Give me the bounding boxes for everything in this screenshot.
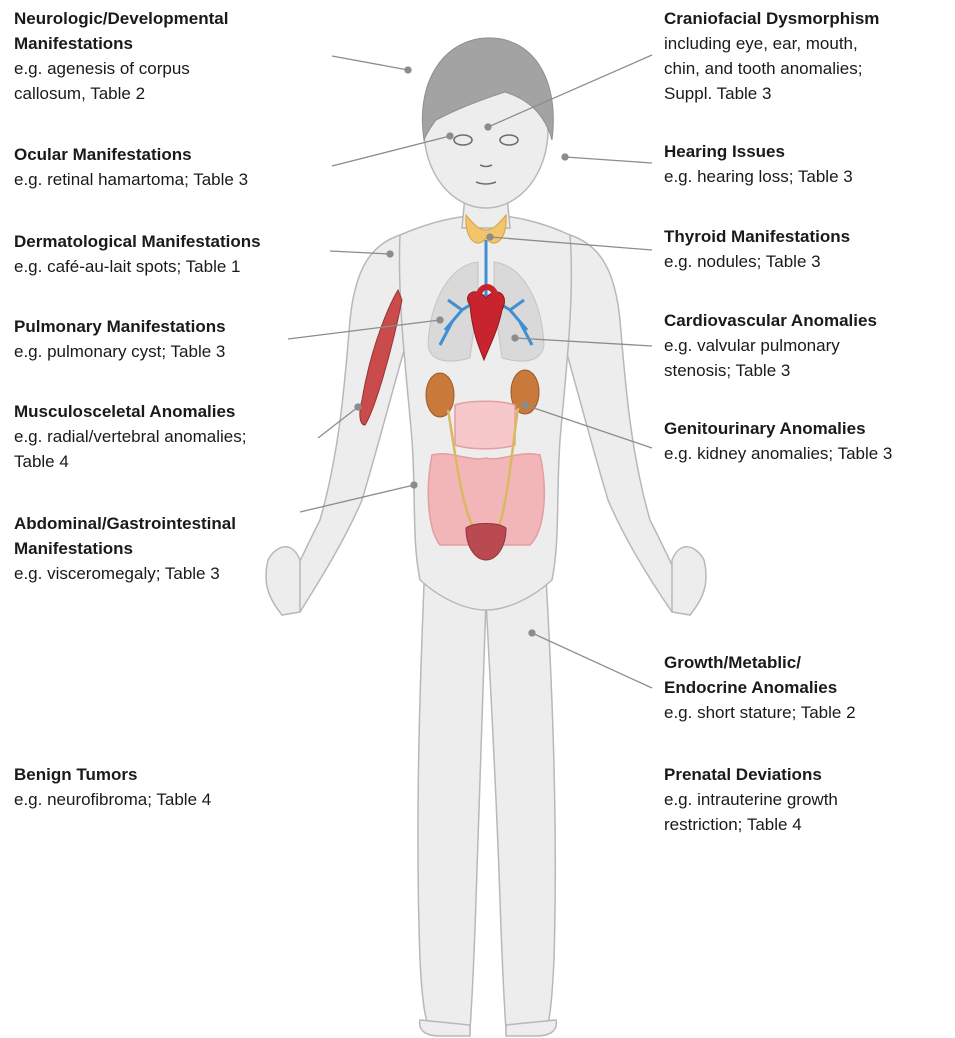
label-benign-tumors-title: Benign Tumors (14, 762, 211, 787)
label-abdominal: Abdominal/Gastrointestinal Manifestation… (14, 511, 236, 586)
label-benign-tumors: Benign Tumors e.g. neurofibroma; Table 4 (14, 762, 211, 812)
label-musculoskeletal: Musculosceletal Anomalies e.g. radial/ve… (14, 399, 246, 474)
feet (420, 1020, 557, 1036)
label-growth-title: Growth/Metablic/ Endocrine Anomalies (664, 650, 856, 700)
label-pulmonary-desc: e.g. pulmonary cyst; Table 3 (14, 339, 226, 364)
label-ocular: Ocular Manifestations e.g. retinal hamar… (14, 142, 248, 192)
right-kidney (426, 373, 454, 417)
label-prenatal: Prenatal Deviations e.g. intrauterine gr… (664, 762, 838, 837)
label-pulmonary: Pulmonary Manifestations e.g. pulmonary … (14, 314, 226, 364)
label-cardiovascular: Cardiovascular Anomalies e.g. valvular p… (664, 308, 877, 383)
label-craniofacial-desc: including eye, ear, mouth, chin, and too… (664, 31, 879, 106)
label-genitourinary: Genitourinary Anomalies e.g. kidney anom… (664, 416, 892, 466)
label-neurologic: Neurologic/Developmental Manifestations … (14, 6, 228, 106)
label-hearing: Hearing Issues e.g. hearing loss; Table … (664, 139, 853, 189)
right-side-arm (282, 235, 410, 615)
label-hearing-desc: e.g. hearing loss; Table 3 (664, 164, 853, 189)
label-dermatological-title: Dermatological Manifestations (14, 229, 261, 254)
label-growth-desc: e.g. short stature; Table 2 (664, 700, 856, 725)
label-dermatological: Dermatological Manifestations e.g. café-… (14, 229, 261, 279)
left-leg (418, 560, 486, 1030)
label-thyroid: Thyroid Manifestations e.g. nodules; Tab… (664, 224, 850, 274)
label-abdominal-desc: e.g. visceromegaly; Table 3 (14, 561, 236, 586)
label-cardiovascular-desc: e.g. valvular pulmonary stenosis; Table … (664, 333, 877, 383)
label-neurologic-desc: e.g. agenesis of corpus callosum, Table … (14, 56, 228, 106)
label-ocular-desc: e.g. retinal hamartoma; Table 3 (14, 167, 248, 192)
small-intestine (455, 401, 515, 449)
label-abdominal-title: Abdominal/Gastrointestinal Manifestation… (14, 511, 236, 561)
label-craniofacial: Craniofacial Dysmorphism including eye, … (664, 6, 879, 106)
label-thyroid-title: Thyroid Manifestations (664, 224, 850, 249)
label-benign-tumors-desc: e.g. neurofibroma; Table 4 (14, 787, 211, 812)
right-leg (486, 560, 555, 1030)
label-musculoskeletal-desc: e.g. radial/vertebral anomalies; Table 4 (14, 424, 246, 474)
label-neurologic-title: Neurologic/Developmental Manifestations (14, 6, 228, 56)
label-growth: Growth/Metablic/ Endocrine Anomalies e.g… (664, 650, 856, 725)
label-ocular-title: Ocular Manifestations (14, 142, 248, 167)
right-side-hand (266, 547, 300, 615)
label-pulmonary-title: Pulmonary Manifestations (14, 314, 226, 339)
label-genitourinary-title: Genitourinary Anomalies (664, 416, 892, 441)
label-prenatal-title: Prenatal Deviations (664, 762, 838, 787)
label-prenatal-desc: e.g. intrauterine growth restriction; Ta… (664, 787, 838, 837)
label-hearing-title: Hearing Issues (664, 139, 853, 164)
label-cardiovascular-title: Cardiovascular Anomalies (664, 308, 877, 333)
label-genitourinary-desc: e.g. kidney anomalies; Table 3 (664, 441, 892, 466)
label-dermatological-desc: e.g. café-au-lait spots; Table 1 (14, 254, 261, 279)
label-musculoskeletal-title: Musculosceletal Anomalies (14, 399, 246, 424)
label-thyroid-desc: e.g. nodules; Table 3 (664, 249, 850, 274)
left-side-hand (672, 547, 706, 615)
label-craniofacial-title: Craniofacial Dysmorphism (664, 6, 879, 31)
